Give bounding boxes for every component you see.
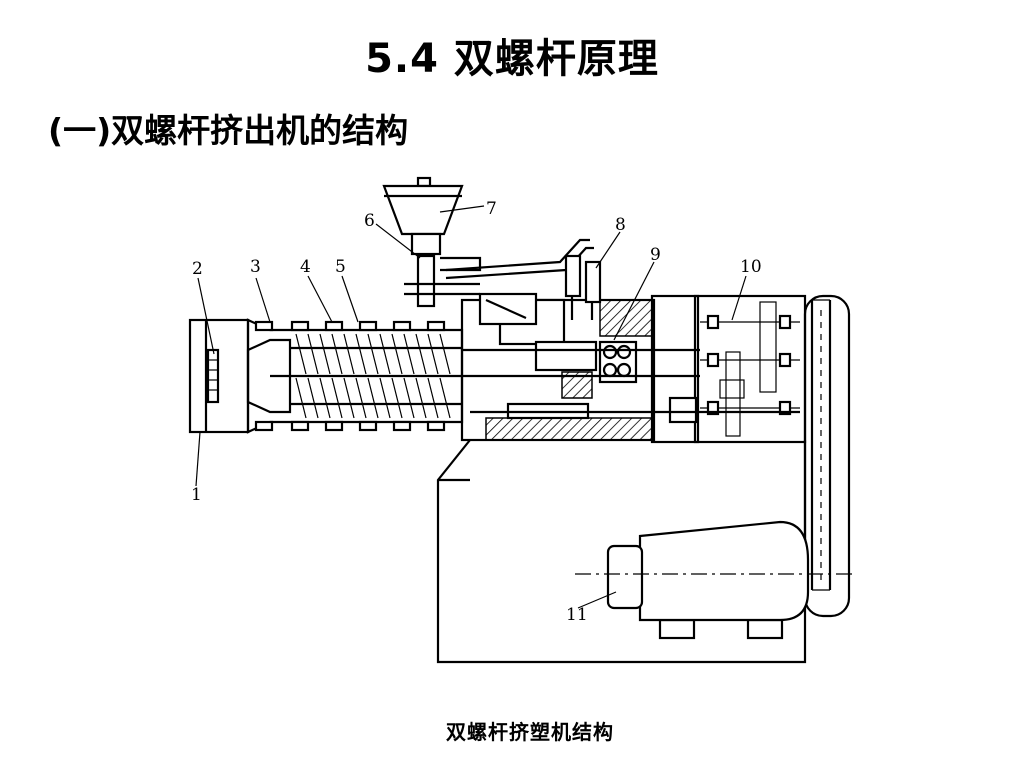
callout-2: 2 (192, 259, 203, 279)
callout-11: 11 (566, 605, 588, 625)
callout-1: 1 (191, 485, 202, 505)
callout-5: 5 (335, 257, 346, 277)
belt-drive (803, 294, 851, 618)
slide-title: 5.4 双螺杆原理 (365, 36, 659, 82)
callout-6: 6 (364, 211, 375, 231)
callout-8: 8 (615, 215, 626, 235)
figure-caption: 双螺杆挤塑机结构 (446, 720, 614, 744)
callout-10: 10 (740, 257, 762, 277)
callout-4: 4 (300, 257, 311, 277)
callout-7: 7 (486, 199, 497, 219)
twin-screws (290, 333, 462, 419)
barrel (188, 318, 464, 434)
electric-motor (575, 520, 855, 640)
callout-3: 3 (250, 257, 261, 277)
section-heading: (一)双螺杆挤出机的结构 (48, 111, 409, 150)
heater-bands (254, 320, 446, 432)
callout-9: 9 (650, 245, 661, 265)
hopper-feeder (382, 176, 602, 326)
leader-lines (195, 205, 747, 609)
callout-numbers: 1 2 3 4 5 6 7 8 9 10 11 (191, 199, 762, 625)
thrust-bearing-section (460, 298, 800, 442)
